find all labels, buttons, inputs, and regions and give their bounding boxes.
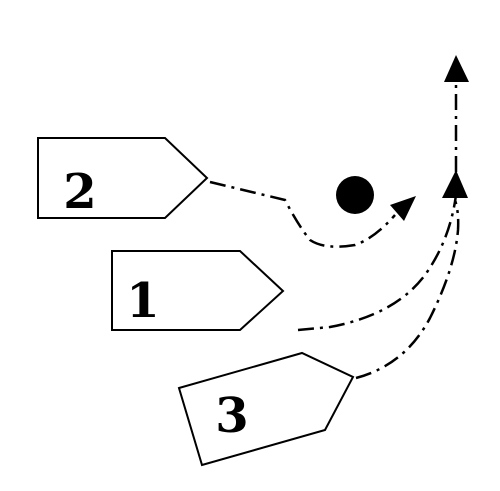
arrow-head-marker-1 [442, 170, 468, 198]
marker-1-shape [111, 250, 285, 331]
arrow-head-marker-2 [390, 196, 416, 221]
marker-2: 2 [37, 137, 209, 220]
marker-2-label: 2 [63, 164, 96, 220]
marker-2-shape [37, 137, 209, 219]
marker-3-shape [177, 351, 355, 467]
path-from-marker-2 [209, 180, 396, 248]
marker-1: 1 [111, 250, 285, 331]
marker-1-label: 1 [126, 273, 159, 329]
path-from-marker-1 [297, 194, 458, 332]
marker-3-label: 3 [215, 388, 248, 444]
arrow-head-upward [444, 55, 469, 82]
marker-3: 3 [177, 351, 355, 467]
path-from-marker-3 [355, 199, 460, 380]
obstacle-dot [336, 176, 374, 214]
